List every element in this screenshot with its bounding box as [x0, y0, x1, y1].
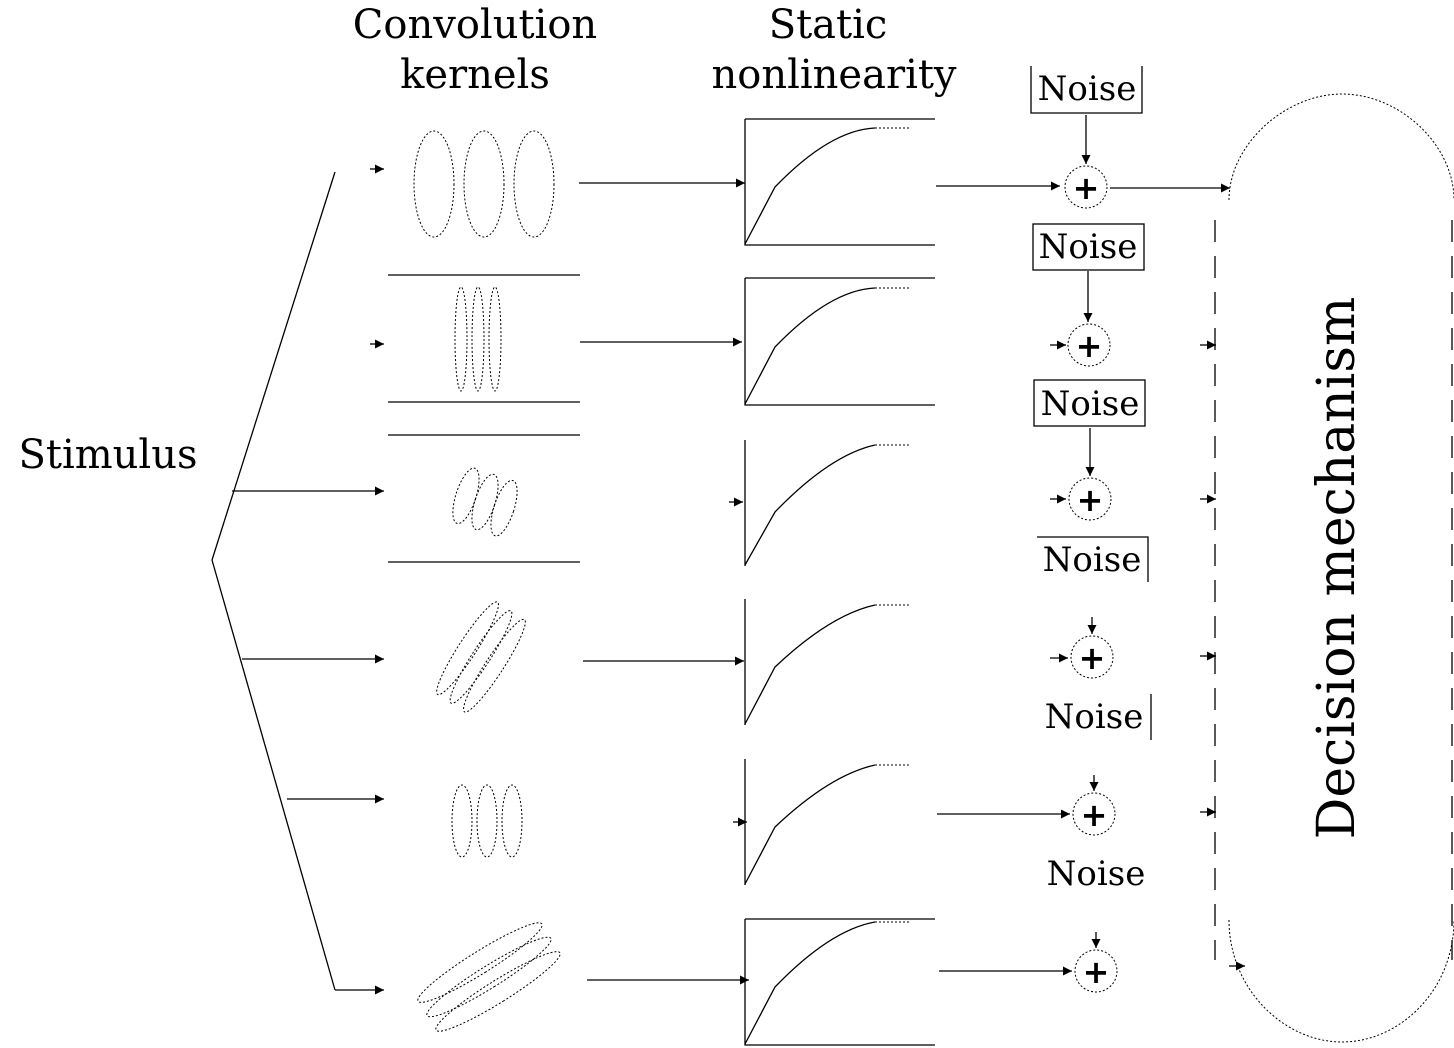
nonlinearity-output-arrows — [936, 181, 1072, 976]
noise-label-3: Noise — [1041, 384, 1140, 424]
nonlinearity-2 — [744, 277, 935, 406]
decision-mechanism: Decision mechanism — [1214, 93, 1454, 1043]
noise-5: Noise — [1045, 694, 1152, 740]
sum-symbol-2: + — [1076, 327, 1103, 365]
sum-symbol-1: + — [1073, 169, 1100, 207]
noise-6: Noise — [1047, 854, 1146, 894]
noise-label-6: Noise — [1047, 854, 1146, 894]
noise-label-1: Noise — [1038, 69, 1137, 109]
noise-label-4: Noise — [1043, 540, 1142, 580]
sum-symbol-4: + — [1079, 639, 1106, 677]
noise-arrows — [1081, 115, 1101, 948]
nonlinearity-6 — [744, 918, 935, 1046]
decision-input-arrows — [1110, 183, 1245, 971]
kernel-separators — [388, 274, 580, 563]
sum-node-4: + — [1070, 635, 1114, 679]
noise-label-2: Noise — [1039, 227, 1138, 267]
decision-mechanism-label: Decision mechanism — [1307, 297, 1367, 840]
noise-2: Noise — [1032, 223, 1145, 271]
stimulus-arrows — [232, 164, 384, 995]
kernel-1-vertical-wide — [413, 130, 555, 238]
kernel-output-arrows — [579, 178, 749, 985]
sum-symbol-3: + — [1077, 481, 1104, 519]
nonlinearity-3 — [744, 440, 910, 566]
sum-node-6: + — [1074, 949, 1118, 993]
kernel-6-diagonal-elongated — [417, 922, 561, 1032]
kernel-2-vertical-narrow — [454, 286, 502, 392]
sum-symbol-5: + — [1081, 796, 1108, 834]
nonlinearity-header-line1: Static — [769, 2, 888, 48]
kernel-5-vertical-medium — [451, 784, 523, 858]
nonlinearity-4 — [744, 599, 910, 725]
sum-node-1: + — [1064, 165, 1108, 209]
kernel-3-oblique-small — [452, 467, 518, 537]
noise-4: Noise — [1037, 536, 1149, 582]
sum-node-5: + — [1072, 792, 1116, 836]
nonlinearity-1 — [744, 118, 935, 246]
kernels-header-line2: kernels — [400, 52, 550, 98]
nonlinearity-header-line2: nonlinearity — [711, 52, 956, 98]
sum-node-3: + — [1068, 477, 1112, 521]
noise-label-5: Noise — [1045, 697, 1144, 737]
noise-1: Noise — [1030, 66, 1143, 114]
sum-symbol-6: + — [1083, 953, 1110, 991]
nonlinearity-5 — [744, 759, 910, 885]
sum-node-2: + — [1067, 323, 1111, 367]
kernel-4-oblique-elongated — [436, 601, 526, 713]
stimulus-fan — [211, 171, 336, 991]
kernels-header-line1: Convolution — [353, 2, 597, 48]
noise-3: Noise — [1033, 379, 1146, 427]
stimulus-label: Stimulus — [18, 432, 197, 478]
